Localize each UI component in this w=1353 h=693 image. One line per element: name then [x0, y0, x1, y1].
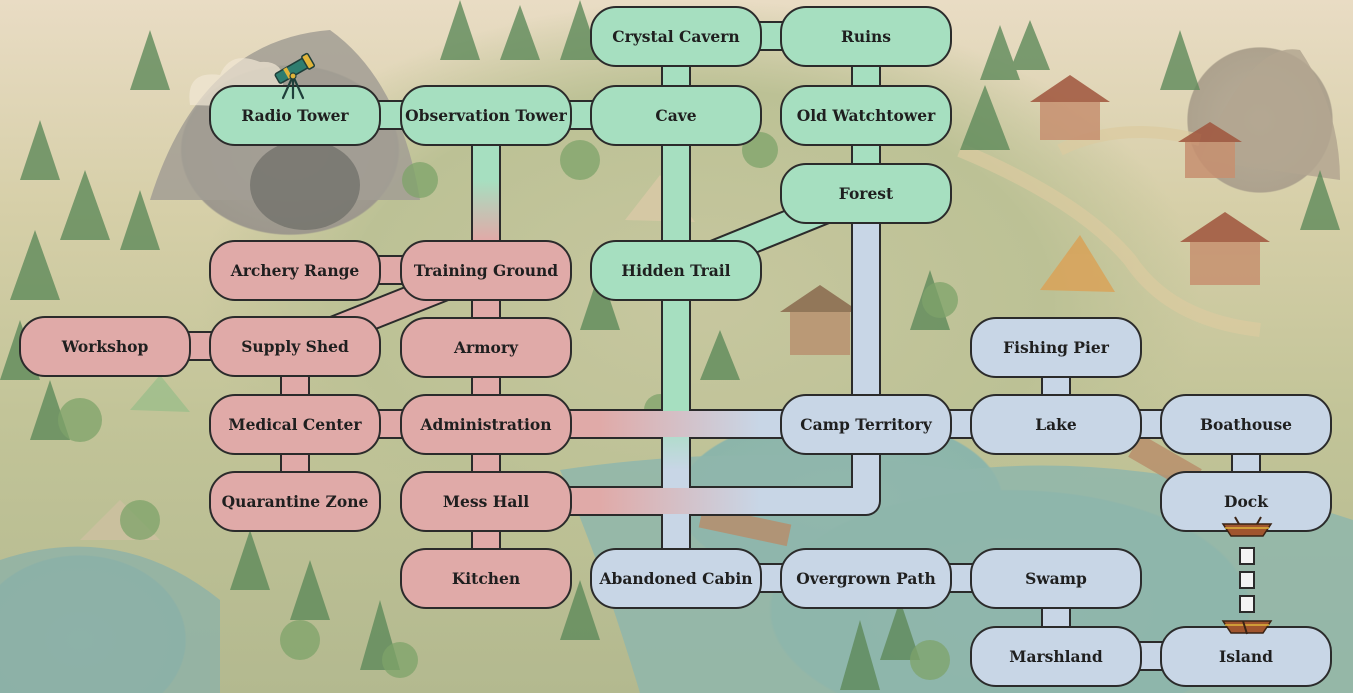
location-radio-tower[interactable]: Radio Tower	[209, 85, 381, 146]
location-crystal-cavern[interactable]: Crystal Cavern	[590, 6, 762, 67]
location-marshland[interactable]: Marshland	[970, 626, 1142, 687]
location-administration[interactable]: Administration	[400, 394, 572, 455]
location-swamp[interactable]: Swamp	[970, 548, 1142, 609]
location-medical-center[interactable]: Medical Center	[209, 394, 381, 455]
location-boathouse[interactable]: Boathouse	[1160, 394, 1332, 455]
boat-icon	[1221, 620, 1273, 635]
location-old-watchtower[interactable]: Old Watchtower	[780, 85, 952, 146]
location-forest[interactable]: Forest	[780, 163, 952, 224]
location-abandoned-cabin[interactable]: Abandoned Cabin	[590, 548, 762, 609]
location-lake[interactable]: Lake	[970, 394, 1142, 455]
location-supply-shed[interactable]: Supply Shed	[209, 316, 381, 377]
location-quarantine-zone[interactable]: Quarantine Zone	[209, 471, 381, 532]
location-kitchen[interactable]: Kitchen	[400, 548, 572, 609]
location-workshop[interactable]: Workshop	[19, 316, 191, 377]
ferry-route	[1239, 547, 1255, 613]
location-dock[interactable]: Dock	[1160, 471, 1332, 532]
boat-icon	[1221, 516, 1273, 537]
location-hidden-trail[interactable]: Hidden Trail	[590, 240, 762, 301]
location-fishing-pier[interactable]: Fishing Pier	[970, 317, 1142, 378]
location-archery-range[interactable]: Archery Range	[209, 240, 381, 301]
location-training-ground[interactable]: Training Ground	[400, 240, 572, 301]
location-camp-territory[interactable]: Camp Territory	[780, 394, 952, 455]
location-mess-hall[interactable]: Mess Hall	[400, 471, 572, 532]
location-cave[interactable]: Cave	[590, 85, 762, 146]
telescope-icon	[274, 52, 316, 100]
location-armory[interactable]: Armory	[400, 317, 572, 378]
location-observation-tower[interactable]: Observation Tower	[400, 85, 572, 146]
location-overgrown-path[interactable]: Overgrown Path	[780, 548, 952, 609]
location-ruins[interactable]: Ruins	[780, 6, 952, 67]
